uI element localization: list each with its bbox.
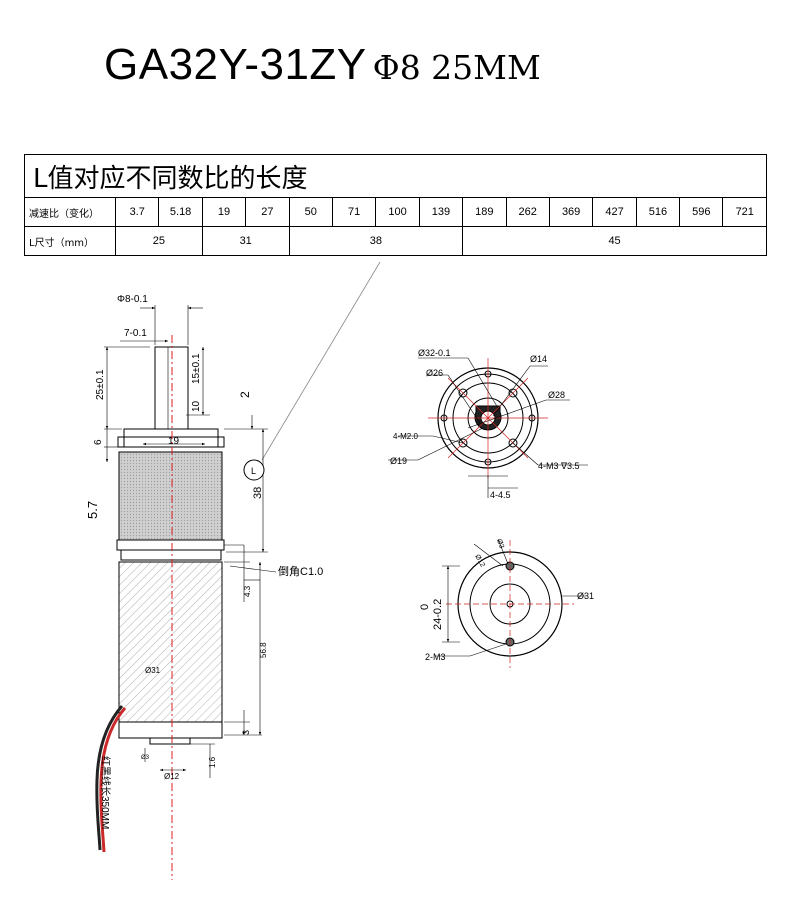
label-flat-len: 15±0.1 [191, 353, 202, 384]
label-boss-h: 6 [93, 439, 104, 445]
length-cell: 45 [462, 226, 767, 256]
rear-center-cross [446, 540, 574, 668]
label-chamfer: 倒角C1.0 [278, 565, 323, 578]
label-rear-d31: Ø31 [577, 591, 594, 601]
length-cell: 38 [288, 226, 464, 256]
wire-red [99, 707, 127, 853]
model-name: GA32Y-31ZY [104, 40, 367, 89]
label-flat-offset: 10 [191, 400, 202, 412]
l-marker-circle [243, 459, 265, 481]
label-boss-w: 19 [168, 436, 180, 447]
label-front-shaft: Ø19 [390, 456, 407, 466]
label-gap: 4.3 [243, 585, 252, 597]
table-heading: L值对应不同数比的长度 [24, 154, 767, 198]
length-cell: 25 [115, 226, 203, 256]
ratio-cell: 189 [462, 197, 507, 227]
ratio-cell: 50 [288, 197, 333, 227]
label-rear-zero: 0 [419, 604, 431, 610]
label-end-cap: 1.6 [208, 756, 217, 768]
label-front-m3: 4-M3 ∇3.5 [538, 461, 580, 471]
ratio-cell: 369 [548, 197, 594, 227]
label-front-spacing: 4-4.5 [490, 490, 511, 500]
m2-hole-4 [508, 438, 518, 448]
side-dimensions [104, 305, 277, 778]
table-leader-line [261, 261, 381, 461]
front-center-cross [428, 358, 548, 478]
ratio-cell: 27 [245, 197, 290, 227]
label-rear-d12: Ø12 [473, 554, 486, 569]
ratio-cell: 427 [592, 197, 637, 227]
label-front-pcd: Ø28 [548, 390, 565, 400]
front-leaders [388, 357, 588, 498]
ratio-cell: 596 [679, 197, 724, 227]
wire-black [95, 705, 124, 851]
ratio-cell: 516 [635, 197, 681, 227]
label-front-m2: 4-M2.0 [393, 432, 418, 441]
label-rear-offset: 24-0.2 [432, 599, 444, 630]
label-wire: 红黑线长350MM [99, 756, 112, 829]
label-motor-dia: Ø31 [145, 666, 161, 675]
label-rear-screws: 2-M3 [425, 652, 446, 662]
label-l-marker: L [251, 466, 256, 476]
ratio-cell: 5.18 [158, 197, 203, 227]
rear-view [435, 538, 586, 668]
rear-bearing [149, 737, 191, 745]
label-l-value: 38 [252, 487, 264, 499]
side-view [116, 346, 225, 745]
label-motor-len: 56.8 [259, 642, 268, 658]
label-front-outer: Ø32-0.1 [418, 348, 451, 358]
label-small: Ø3 [141, 755, 150, 761]
label-bearing: Ø12 [164, 772, 180, 781]
shaft-spec: Φ8 25MM [372, 48, 541, 87]
label-end-h: 3 [241, 730, 251, 735]
m2-hole-3 [458, 438, 468, 448]
length-label: L尺寸（mm） [23, 226, 117, 256]
ratio-cell: 71 [331, 197, 377, 227]
gearbox-rear [120, 549, 222, 561]
ratio-cell: 3.7 [115, 197, 160, 227]
label-rear-d3: Ø3 [495, 538, 505, 549]
motor-body [118, 561, 223, 723]
label-left-dim: 5.7 [85, 501, 100, 519]
label-front-bolt: Ø26 [426, 368, 443, 378]
label-front-boss: Ø14 [530, 354, 547, 364]
front-view [388, 357, 588, 498]
drawing-labels: Φ8-0.1 7-0.1 25±0.1 15±0.1 10 2 6 19 L 3… [85, 294, 594, 829]
ratio-cell: 19 [201, 197, 247, 227]
motor-endcap [118, 721, 223, 739]
gearbox-body [118, 451, 223, 541]
label-shaft-len: 25±0.1 [95, 369, 106, 400]
front-flange [117, 436, 225, 448]
label-step: 2 [238, 391, 252, 398]
rear-leaders [435, 538, 586, 657]
label-shaft-dia: Φ8-0.1 [117, 294, 148, 305]
gearbox-ring [116, 539, 225, 551]
label-flat: 7-0.1 [124, 328, 147, 339]
ratio-cell: 100 [375, 197, 420, 227]
